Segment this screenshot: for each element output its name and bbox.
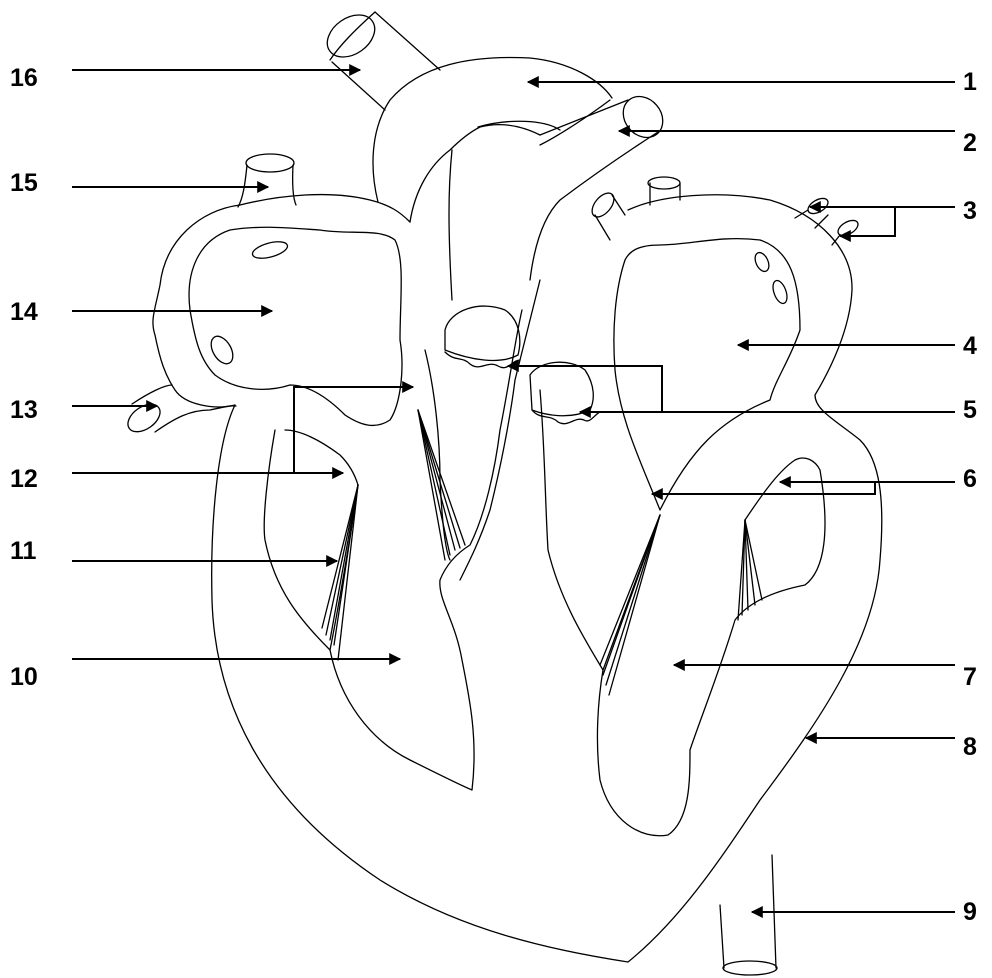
heart-outline: [153, 195, 882, 962]
right-atrium: [189, 227, 402, 425]
pointer-6: [652, 482, 955, 494]
label-5: 5: [963, 398, 977, 423]
label-7: 7: [963, 665, 977, 690]
label-3: 3: [963, 199, 977, 224]
inferior-vena-cava: [123, 385, 236, 437]
septum: [425, 280, 540, 580]
label-13: 13: [10, 398, 38, 423]
pointer-5: [508, 366, 955, 412]
label-8: 8: [963, 735, 977, 760]
chordae-left: [600, 515, 762, 695]
label-11: 11: [10, 539, 36, 564]
pointer-12-branch: [294, 387, 413, 473]
label-10: 10: [10, 665, 38, 690]
aorta: [319, 6, 671, 300]
label-2: 2: [963, 131, 977, 156]
label-12: 12: [10, 467, 38, 492]
label-4: 4: [963, 334, 977, 359]
descending-aorta: [720, 855, 777, 975]
pulmonary-vessels: [588, 177, 680, 240]
pulmonary-veins-right: [795, 195, 861, 245]
label-9: 9: [963, 900, 977, 925]
pulmonary-valve: [445, 306, 520, 368]
label-14: 14: [10, 300, 38, 325]
right-ventricle: [264, 310, 522, 790]
label-6: 6: [963, 467, 977, 492]
chordae-right: [322, 410, 465, 660]
label-15: 15: [10, 171, 38, 196]
label-16: 16: [10, 66, 38, 91]
left-atrium: [614, 239, 800, 510]
label-1: 1: [963, 70, 977, 95]
